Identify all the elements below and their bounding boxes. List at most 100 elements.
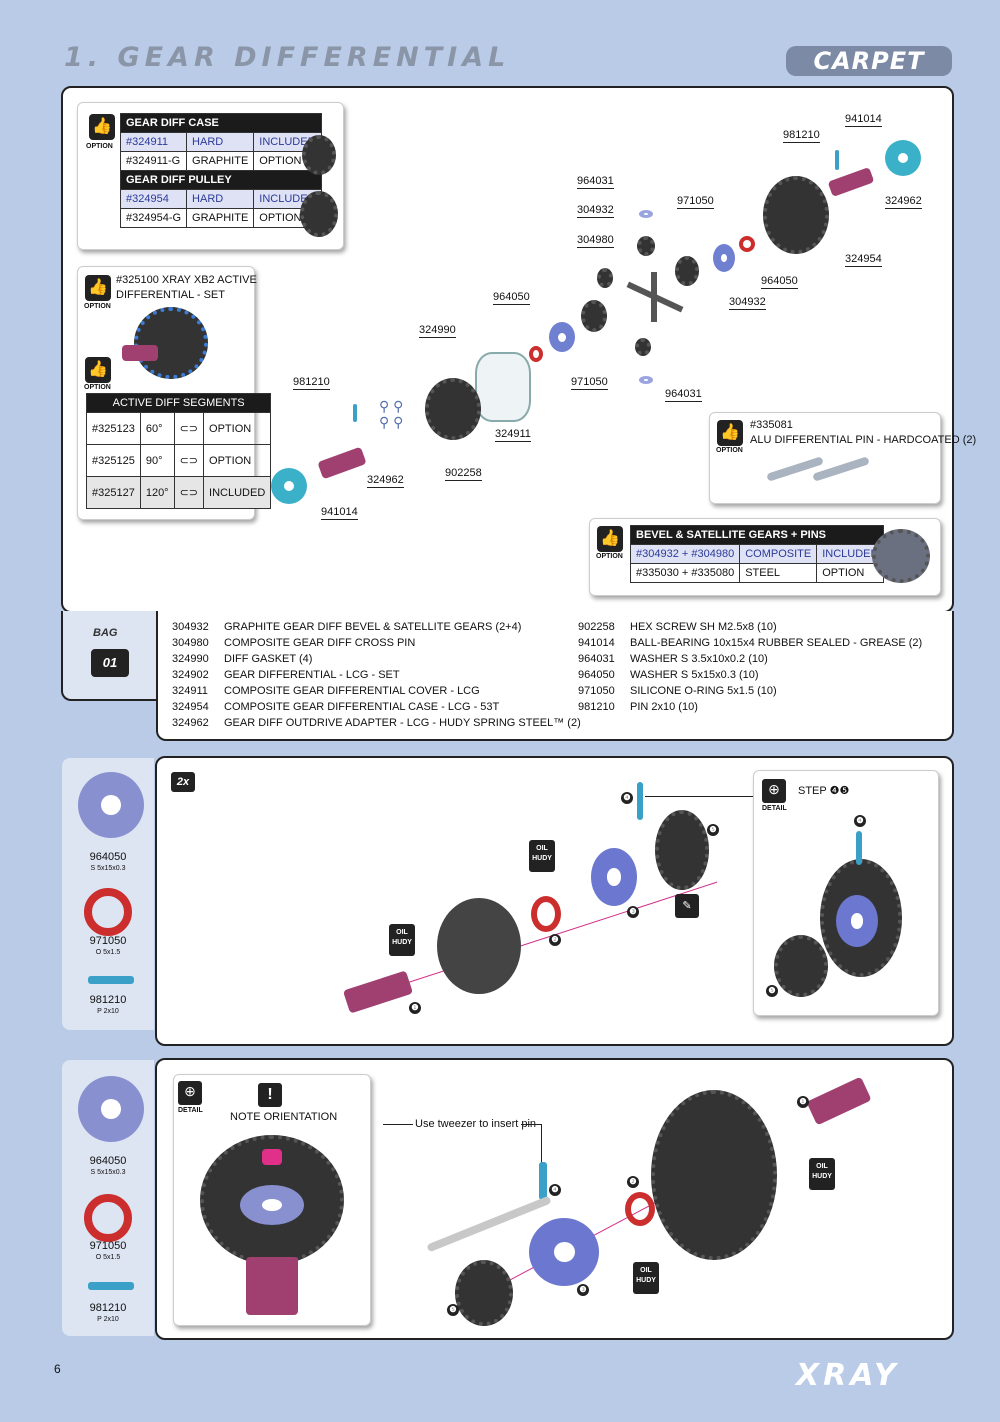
oring-971050-image bbox=[739, 236, 755, 252]
part-sub: S 5x15x0.3 bbox=[90, 865, 126, 872]
hudy-label: HUDY bbox=[812, 1173, 832, 1180]
thumbs-up-icon: 👍 bbox=[85, 357, 111, 383]
cross-pin-image bbox=[651, 272, 657, 322]
note-orientation-label: NOTE ORIENTATION bbox=[230, 1111, 338, 1123]
table-cell: OPTION bbox=[203, 412, 272, 445]
hudy-label: HUDY bbox=[392, 939, 412, 946]
table-title: BEVEL & SATELLITE GEARS + PINS bbox=[629, 525, 885, 545]
pin-981210-image bbox=[353, 404, 357, 422]
thumbs-up-icon: 👍 bbox=[597, 526, 623, 552]
hudy-label: HUDY bbox=[636, 1277, 656, 1284]
washer-964031-image bbox=[639, 376, 653, 384]
part-code: 981210 bbox=[578, 701, 615, 713]
bevel-gear-detail-image bbox=[774, 935, 828, 997]
bearing-941014-image bbox=[271, 468, 307, 504]
detail-label: DETAIL bbox=[178, 1107, 203, 1114]
diff-case-324954-image bbox=[763, 176, 829, 254]
table-title: GEAR DIFF CASE bbox=[120, 113, 322, 133]
part-code: 964031 bbox=[578, 653, 615, 665]
table-cell: #304932 + #304980 bbox=[629, 544, 741, 564]
option-label: OPTION bbox=[84, 384, 111, 391]
table-cell: INCLUDED bbox=[203, 476, 272, 509]
step-number: ❹ bbox=[549, 1184, 561, 1196]
part-code: 902258 bbox=[578, 621, 615, 633]
bevel-gear-image bbox=[455, 1260, 513, 1326]
detail-connector-line bbox=[645, 796, 753, 797]
part-desc: COMPOSITE GEAR DIFFERENTIAL CASE - LCG -… bbox=[224, 701, 500, 713]
part-label: 902258 bbox=[445, 467, 482, 481]
page-title: 1. GEAR DIFFERENTIAL bbox=[64, 42, 511, 73]
page-number: 6 bbox=[54, 1362, 61, 1376]
washer-image bbox=[529, 1218, 599, 1286]
option-label: OPTION bbox=[596, 553, 623, 560]
step-number: ❹ bbox=[621, 792, 633, 804]
oil-hudy-icon: OIL HUDY bbox=[809, 1158, 835, 1190]
table-cell: HARD bbox=[186, 132, 255, 152]
option-label: OPTION bbox=[86, 143, 113, 150]
orientation-box: ⊕ DETAIL ! NOTE ORIENTATION bbox=[173, 1074, 371, 1326]
table-cell: HARD bbox=[186, 189, 255, 209]
step-number: ❹ bbox=[854, 815, 866, 827]
part-label: 941014 bbox=[321, 506, 358, 520]
part-code: 304932 bbox=[172, 621, 209, 633]
part-label: 981210 bbox=[293, 376, 330, 390]
part-sub: P 2x10 bbox=[97, 1316, 119, 1323]
segment-icon: ⊂⊃ bbox=[173, 444, 205, 477]
active-diff-segments-table: ACTIVE DIFF SEGMENTS #325123 60° ⊂⊃ OPTI… bbox=[85, 393, 272, 509]
part-label: 964031 bbox=[577, 175, 614, 189]
part-label: 971050 bbox=[677, 195, 714, 209]
washer-964050-image bbox=[713, 244, 735, 272]
detail-magnify-icon: ⊕ bbox=[178, 1081, 202, 1105]
part-sub: S 5x15x0.3 bbox=[90, 1169, 126, 1176]
pin-981210-image bbox=[835, 150, 839, 170]
part-code: 964050 bbox=[578, 669, 615, 681]
pin-image bbox=[637, 782, 643, 820]
washer-964031-image bbox=[639, 210, 653, 218]
washer-964050-image bbox=[78, 772, 144, 838]
segment-icon: ⊂⊃ bbox=[173, 412, 205, 445]
oring-image bbox=[625, 1192, 655, 1226]
part-label: 304980 bbox=[577, 234, 614, 248]
active-diff-image bbox=[134, 307, 208, 379]
washer-964050-image bbox=[549, 322, 575, 352]
step-number: ❸ bbox=[627, 906, 639, 918]
step-number: ❺ bbox=[766, 985, 778, 997]
tweezer-label: Use tweezer to insert pin bbox=[415, 1118, 537, 1130]
bevel-gears-box: 👍 OPTION BEVEL & SATELLITE GEARS + PINS … bbox=[589, 518, 941, 596]
tweezer-callout-line bbox=[541, 1124, 542, 1184]
part-code: 964050 bbox=[89, 851, 127, 863]
active-diff-box: 👍 OPTION #325100 XRAY XB2 ACTIVE DIFFERE… bbox=[77, 266, 272, 520]
part-code: 971050 bbox=[89, 1240, 127, 1252]
diff-case-image bbox=[302, 135, 336, 175]
step-number: ❷ bbox=[549, 934, 561, 946]
part-label: 964050 bbox=[493, 291, 530, 305]
screws-902258-image: ⚲ ⚲⚲ ⚲ bbox=[379, 398, 404, 430]
exploded-view-panel: 👍 OPTION GEAR DIFF CASE #324911 HARD INC… bbox=[61, 86, 976, 613]
xray-logo: XRAY bbox=[796, 1358, 900, 1393]
detail-box: ⊕ DETAIL STEP ❹❺ ❹ ❺ bbox=[753, 770, 939, 1016]
bearing-941014-image bbox=[885, 140, 921, 176]
part-code: 971050 bbox=[89, 935, 127, 947]
alu-pin-line1: #335081 bbox=[750, 419, 793, 431]
oring-971050-image bbox=[84, 888, 132, 936]
part-label: 324962 bbox=[367, 474, 404, 488]
part-desc: SILICONE O-RING 5x1.5 (10) bbox=[630, 685, 777, 697]
oil-label: OIL bbox=[816, 1163, 828, 1170]
step-number: ❸ bbox=[577, 1284, 589, 1296]
washer-964050-image bbox=[78, 1076, 144, 1142]
thumbs-up-icon: 👍 bbox=[85, 275, 111, 301]
satellite-gear-image bbox=[675, 256, 699, 286]
outdrive-image bbox=[806, 1076, 872, 1126]
part-label: 324911 bbox=[495, 428, 531, 442]
part-desc: WASHER S 5x15x0.3 (10) bbox=[630, 669, 759, 681]
table-cell: #324911 bbox=[119, 132, 188, 152]
part-code: 324990 bbox=[172, 653, 209, 665]
alu-pin-line2: ALU DIFFERENTIAL PIN - HARDCOATED (2) bbox=[750, 434, 977, 446]
part-code: 981210 bbox=[89, 1302, 127, 1314]
table-cell: #325127 bbox=[86, 476, 141, 509]
